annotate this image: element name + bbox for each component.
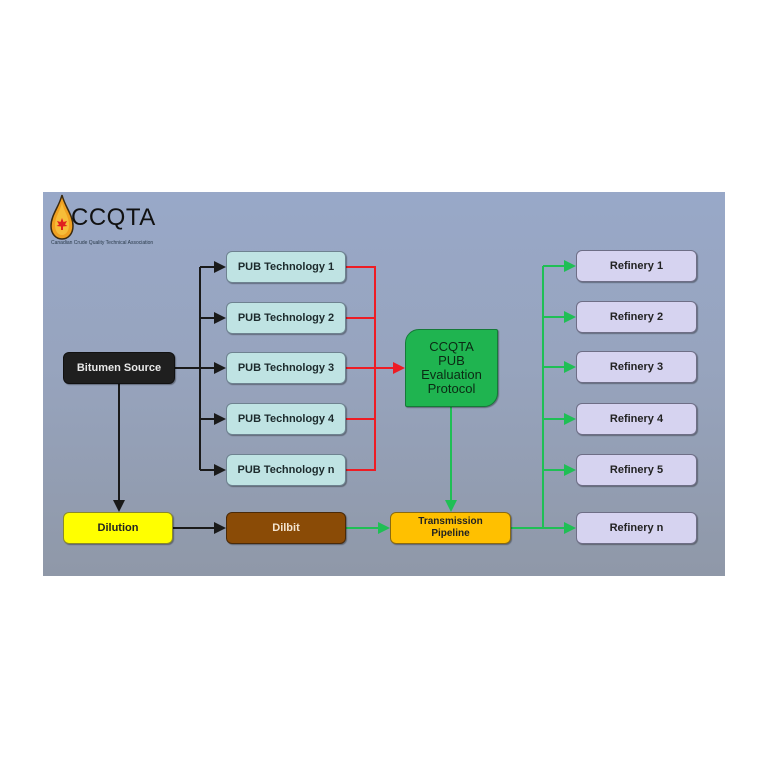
pub-technology-node: PUB Technology 3 — [226, 352, 346, 384]
refinery-node: Refinery n — [576, 512, 697, 544]
refinery-node: Refinery 1 — [576, 250, 697, 282]
protocol-line: PUB — [438, 353, 465, 368]
evaluation-protocol-node: CCQTA PUB Evaluation Protocol — [405, 329, 498, 407]
dilbit-node: Dilbit — [226, 512, 346, 544]
protocol-line: Evaluation — [421, 367, 482, 382]
protocol-line: Protocol — [427, 381, 476, 396]
pub-technology-node: PUB Technology 1 — [226, 251, 346, 283]
refinery-node: Refinery 5 — [576, 454, 697, 486]
logo-title: CCQTA — [71, 204, 156, 231]
pub-technology-node: PUB Technology 2 — [226, 302, 346, 334]
refinery-node: Refinery 4 — [576, 403, 697, 435]
protocol-line: CCQTA — [429, 339, 474, 354]
bitumen-source-node: Bitumen Source — [63, 352, 175, 384]
dilution-node: Dilution — [63, 512, 173, 544]
refinery-node: Refinery 2 — [576, 301, 697, 333]
ccqta-logo — [49, 193, 179, 249]
logo-subtitle: Canadian Crude Quality Technical Associa… — [51, 240, 154, 246]
refinery-node: Refinery 3 — [576, 351, 697, 383]
transmission-pipeline-node: Transmission Pipeline — [390, 512, 511, 544]
pub-technology-node: PUB Technology 4 — [226, 403, 346, 435]
pipeline-line: Transmission — [418, 516, 483, 527]
oil-drop-maple-leaf-icon — [50, 194, 74, 240]
pub-technology-node: PUB Technology n — [226, 454, 346, 486]
pipeline-line: Pipeline — [431, 528, 470, 539]
